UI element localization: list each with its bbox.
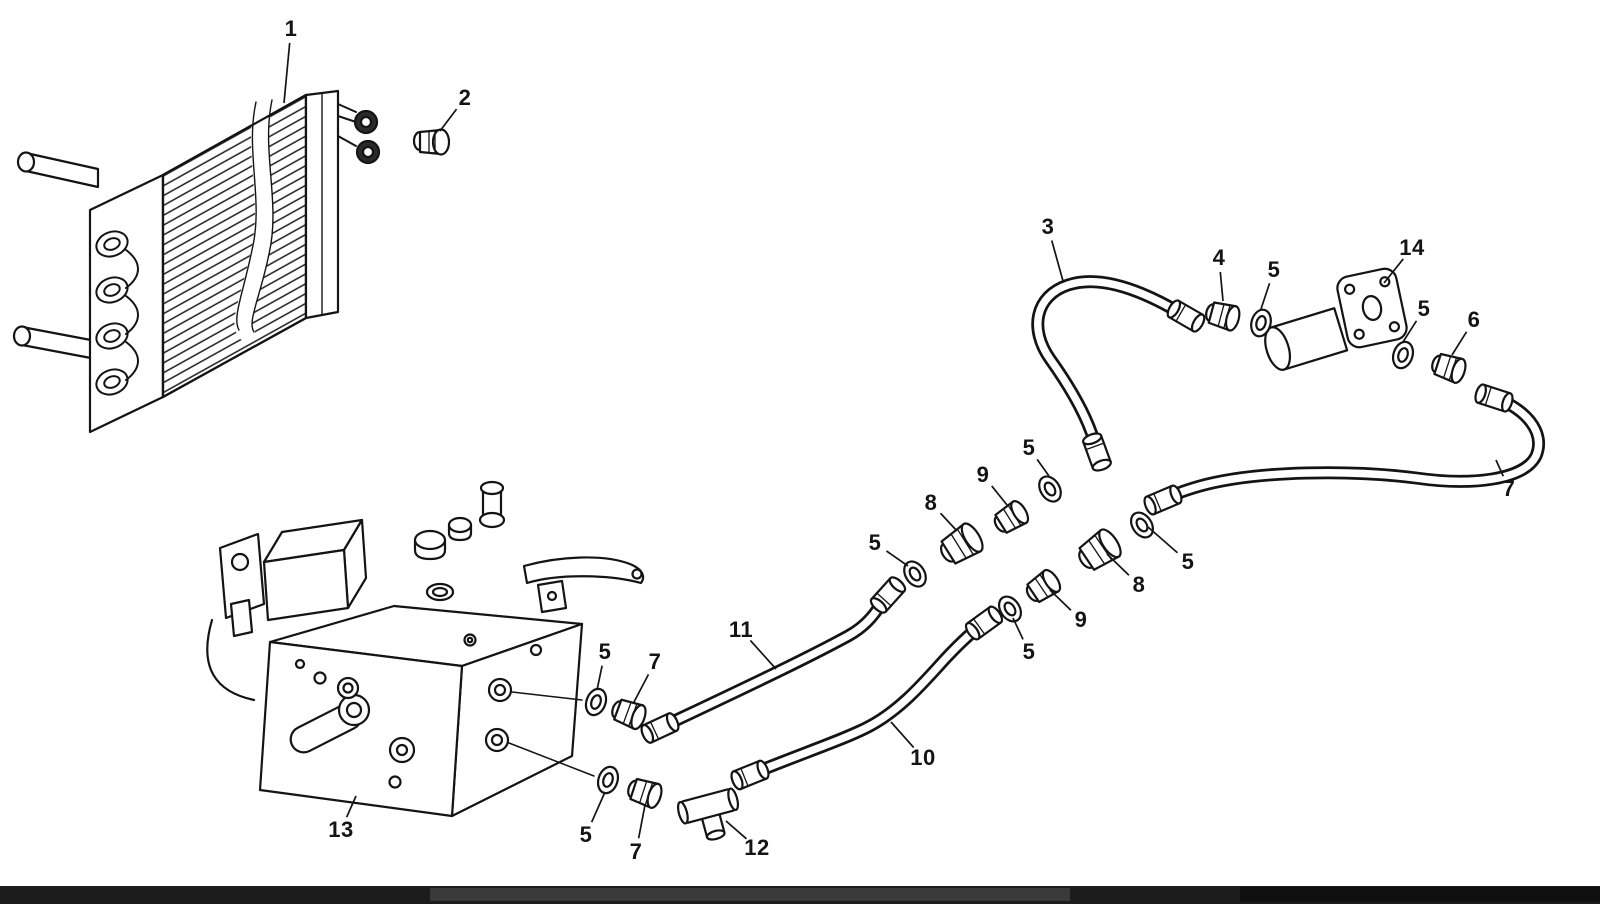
callout-leader-14-5 bbox=[1383, 258, 1404, 284]
cooler-rod-top bbox=[16, 151, 100, 189]
cooler-crease-right bbox=[251, 99, 274, 333]
callout-leader-3-2 bbox=[1050, 240, 1064, 282]
callout-leader-5-16 bbox=[1012, 617, 1024, 640]
callout-leader-11-17 bbox=[749, 639, 777, 670]
oil-cooler bbox=[12, 89, 381, 434]
callout-leader-8-11 bbox=[939, 512, 958, 532]
block-hex-plug bbox=[425, 582, 455, 602]
callout-leader-7-20 bbox=[633, 674, 650, 703]
scan-artifact-bar bbox=[0, 886, 1600, 904]
front-lever-handle bbox=[289, 693, 371, 754]
callout-leader-5-6 bbox=[1402, 320, 1418, 343]
callout-leader-7-8 bbox=[1495, 459, 1505, 477]
callout-leader-9-10 bbox=[991, 485, 1008, 506]
tee-fitting-12 bbox=[676, 787, 740, 841]
callout-leader-5-4 bbox=[1260, 283, 1271, 310]
callout-leader-5-19 bbox=[596, 665, 603, 691]
front-face-ports bbox=[294, 658, 416, 789]
callout-leader-8-14 bbox=[1106, 553, 1130, 576]
cooler-port-fittings bbox=[337, 103, 381, 165]
cooler-tube-loops bbox=[95, 230, 139, 396]
fitting-2 bbox=[412, 128, 451, 156]
block-front-face bbox=[258, 640, 464, 818]
side-face-ports bbox=[484, 643, 595, 777]
callout-leader-10-18 bbox=[890, 721, 915, 749]
callout-leader-6-7 bbox=[1451, 331, 1468, 356]
callout-leader-9-15 bbox=[1049, 589, 1072, 611]
callout-leader-5-22 bbox=[590, 791, 606, 823]
callout-leader-1-0 bbox=[283, 42, 291, 104]
cooler-crease-left bbox=[236, 101, 257, 331]
callout-leader-13-21 bbox=[345, 795, 357, 818]
valve-block-mount-bracket bbox=[206, 532, 266, 702]
block-cap-large bbox=[413, 529, 447, 561]
adapter-cylinder bbox=[1264, 307, 1349, 371]
callout-leader-4-3 bbox=[1219, 271, 1224, 302]
block-breather-stem bbox=[478, 480, 506, 529]
chain-fittings bbox=[581, 298, 1470, 841]
callout-leader-5-12 bbox=[885, 550, 909, 567]
callout-leader-2-1 bbox=[439, 108, 458, 132]
callout-leader-5-9 bbox=[1036, 458, 1050, 477]
control-lever bbox=[522, 556, 645, 614]
block-cap-small bbox=[447, 516, 473, 542]
callout-leader-5-13 bbox=[1147, 526, 1179, 554]
callout-leader-12-24 bbox=[725, 820, 748, 840]
valve-block bbox=[206, 480, 645, 818]
cooler-highlight-band bbox=[234, 91, 273, 341]
solenoid-box bbox=[262, 518, 368, 622]
block-top-port bbox=[463, 633, 477, 647]
callout-leader-7-23 bbox=[637, 804, 646, 839]
